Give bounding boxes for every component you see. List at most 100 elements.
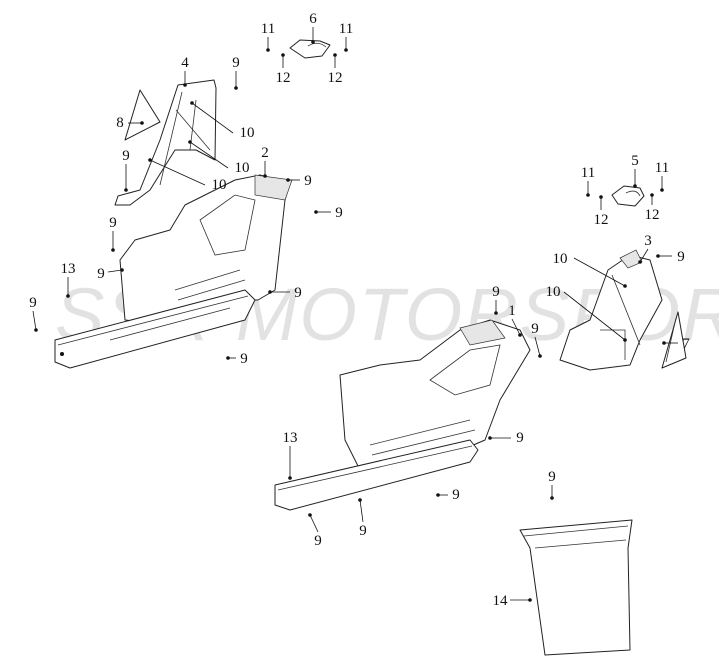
callout-number: 4 xyxy=(181,55,189,71)
callout-number: 9 xyxy=(335,205,343,221)
fastener-point xyxy=(66,294,70,298)
fastener-point xyxy=(358,498,362,502)
leader-line xyxy=(511,318,521,336)
fastener-point xyxy=(538,354,542,358)
callout-number: 9 xyxy=(548,469,556,485)
callout-number: 12 xyxy=(594,212,609,228)
fastener-point xyxy=(344,48,348,52)
fastener-point xyxy=(333,53,337,57)
fastener-point xyxy=(188,140,192,144)
leader-line xyxy=(191,102,234,134)
callout-number: 8 xyxy=(116,115,124,131)
callout-number: 12 xyxy=(645,207,660,223)
leader-line xyxy=(639,248,649,263)
fastener-point xyxy=(623,338,627,342)
fastener-point xyxy=(650,193,654,197)
callout-number: 9 xyxy=(314,533,322,549)
fastener-point xyxy=(662,341,666,345)
callout-number: 9 xyxy=(516,430,524,446)
fastener-point xyxy=(286,178,290,182)
fastener-point xyxy=(633,184,637,188)
callout-number: 10 xyxy=(553,251,568,267)
callout-number: 9 xyxy=(492,284,500,300)
part-14-storage-bin xyxy=(519,519,633,656)
callout-number: 12 xyxy=(276,70,291,86)
callout-number: 10 xyxy=(240,125,255,141)
fastener-point xyxy=(638,260,642,264)
fastener-point xyxy=(314,210,318,214)
leader-line xyxy=(32,310,37,331)
leader-line xyxy=(563,291,626,341)
part-7-triangle-trim xyxy=(661,311,687,369)
callout-number: 9 xyxy=(294,285,302,301)
leader-line xyxy=(359,499,364,523)
callout-number: 11 xyxy=(261,21,275,37)
callout-number: 13 xyxy=(61,261,76,277)
fastener-point xyxy=(488,436,492,440)
callout-number: 1 xyxy=(508,303,516,319)
fastener-point xyxy=(586,193,590,197)
callout-number: 5 xyxy=(631,153,639,169)
fastener-point xyxy=(34,328,38,332)
fastener-point xyxy=(660,188,664,192)
fastener-point xyxy=(311,40,315,44)
fastener-point xyxy=(234,86,238,90)
callout-number: 12 xyxy=(328,70,343,86)
callout-number: 9 xyxy=(232,55,240,71)
fastener-point xyxy=(268,290,272,294)
leader-line xyxy=(107,269,123,273)
part-5-bracket xyxy=(611,185,645,207)
callout-number: 13 xyxy=(283,430,298,446)
leader-line xyxy=(573,257,626,287)
fastener-point xyxy=(111,248,115,252)
callout-number: 9 xyxy=(240,351,248,367)
callout-number: 6 xyxy=(309,11,317,27)
callout-number: 9 xyxy=(452,487,460,503)
callout-number: 9 xyxy=(97,266,105,282)
fastener-point xyxy=(120,268,124,272)
fastener-point xyxy=(518,333,522,337)
fastener-point xyxy=(599,195,603,199)
fastener-point xyxy=(148,158,152,162)
fastener-point xyxy=(288,476,292,480)
callout-number: 2 xyxy=(261,145,269,161)
fastener-point xyxy=(308,513,312,517)
part-13-right-rocker xyxy=(274,439,479,511)
callout-number: 9 xyxy=(677,249,685,265)
callout-number: 11 xyxy=(581,165,595,181)
fastener-point xyxy=(263,174,267,178)
callout-number: 3 xyxy=(644,233,652,249)
part-13-left-rocker xyxy=(54,289,256,369)
leader-line xyxy=(309,514,319,533)
callout-number: 11 xyxy=(339,21,353,37)
callout-number: 9 xyxy=(304,173,312,189)
fastener-point xyxy=(528,598,532,602)
fastener-point xyxy=(183,83,187,87)
callout-number: 10 xyxy=(235,160,250,176)
callout-number: 14 xyxy=(493,593,509,609)
callout-number: 9 xyxy=(122,148,130,164)
part-4-panel xyxy=(114,79,217,206)
callout-number: 9 xyxy=(531,321,539,337)
part-6-bracket xyxy=(289,39,331,59)
callout-number: 10 xyxy=(546,284,561,300)
fastener-point xyxy=(656,254,660,258)
fastener-point xyxy=(623,284,627,288)
fastener-point xyxy=(266,48,270,52)
fastener-point xyxy=(550,496,554,500)
fastener-point xyxy=(226,356,230,360)
callout-number: 9 xyxy=(359,523,367,539)
fastener-point xyxy=(436,493,440,497)
fastener-point xyxy=(140,121,144,125)
fastener-point xyxy=(494,311,498,315)
fastener-point xyxy=(124,188,128,192)
fastener-point xyxy=(190,101,194,105)
callout-number: 10 xyxy=(212,177,227,193)
callout-number: 7 xyxy=(682,336,690,352)
part-2-left-side-panel xyxy=(119,174,293,326)
callout-number: 9 xyxy=(109,215,117,231)
fastener-point xyxy=(281,53,285,57)
